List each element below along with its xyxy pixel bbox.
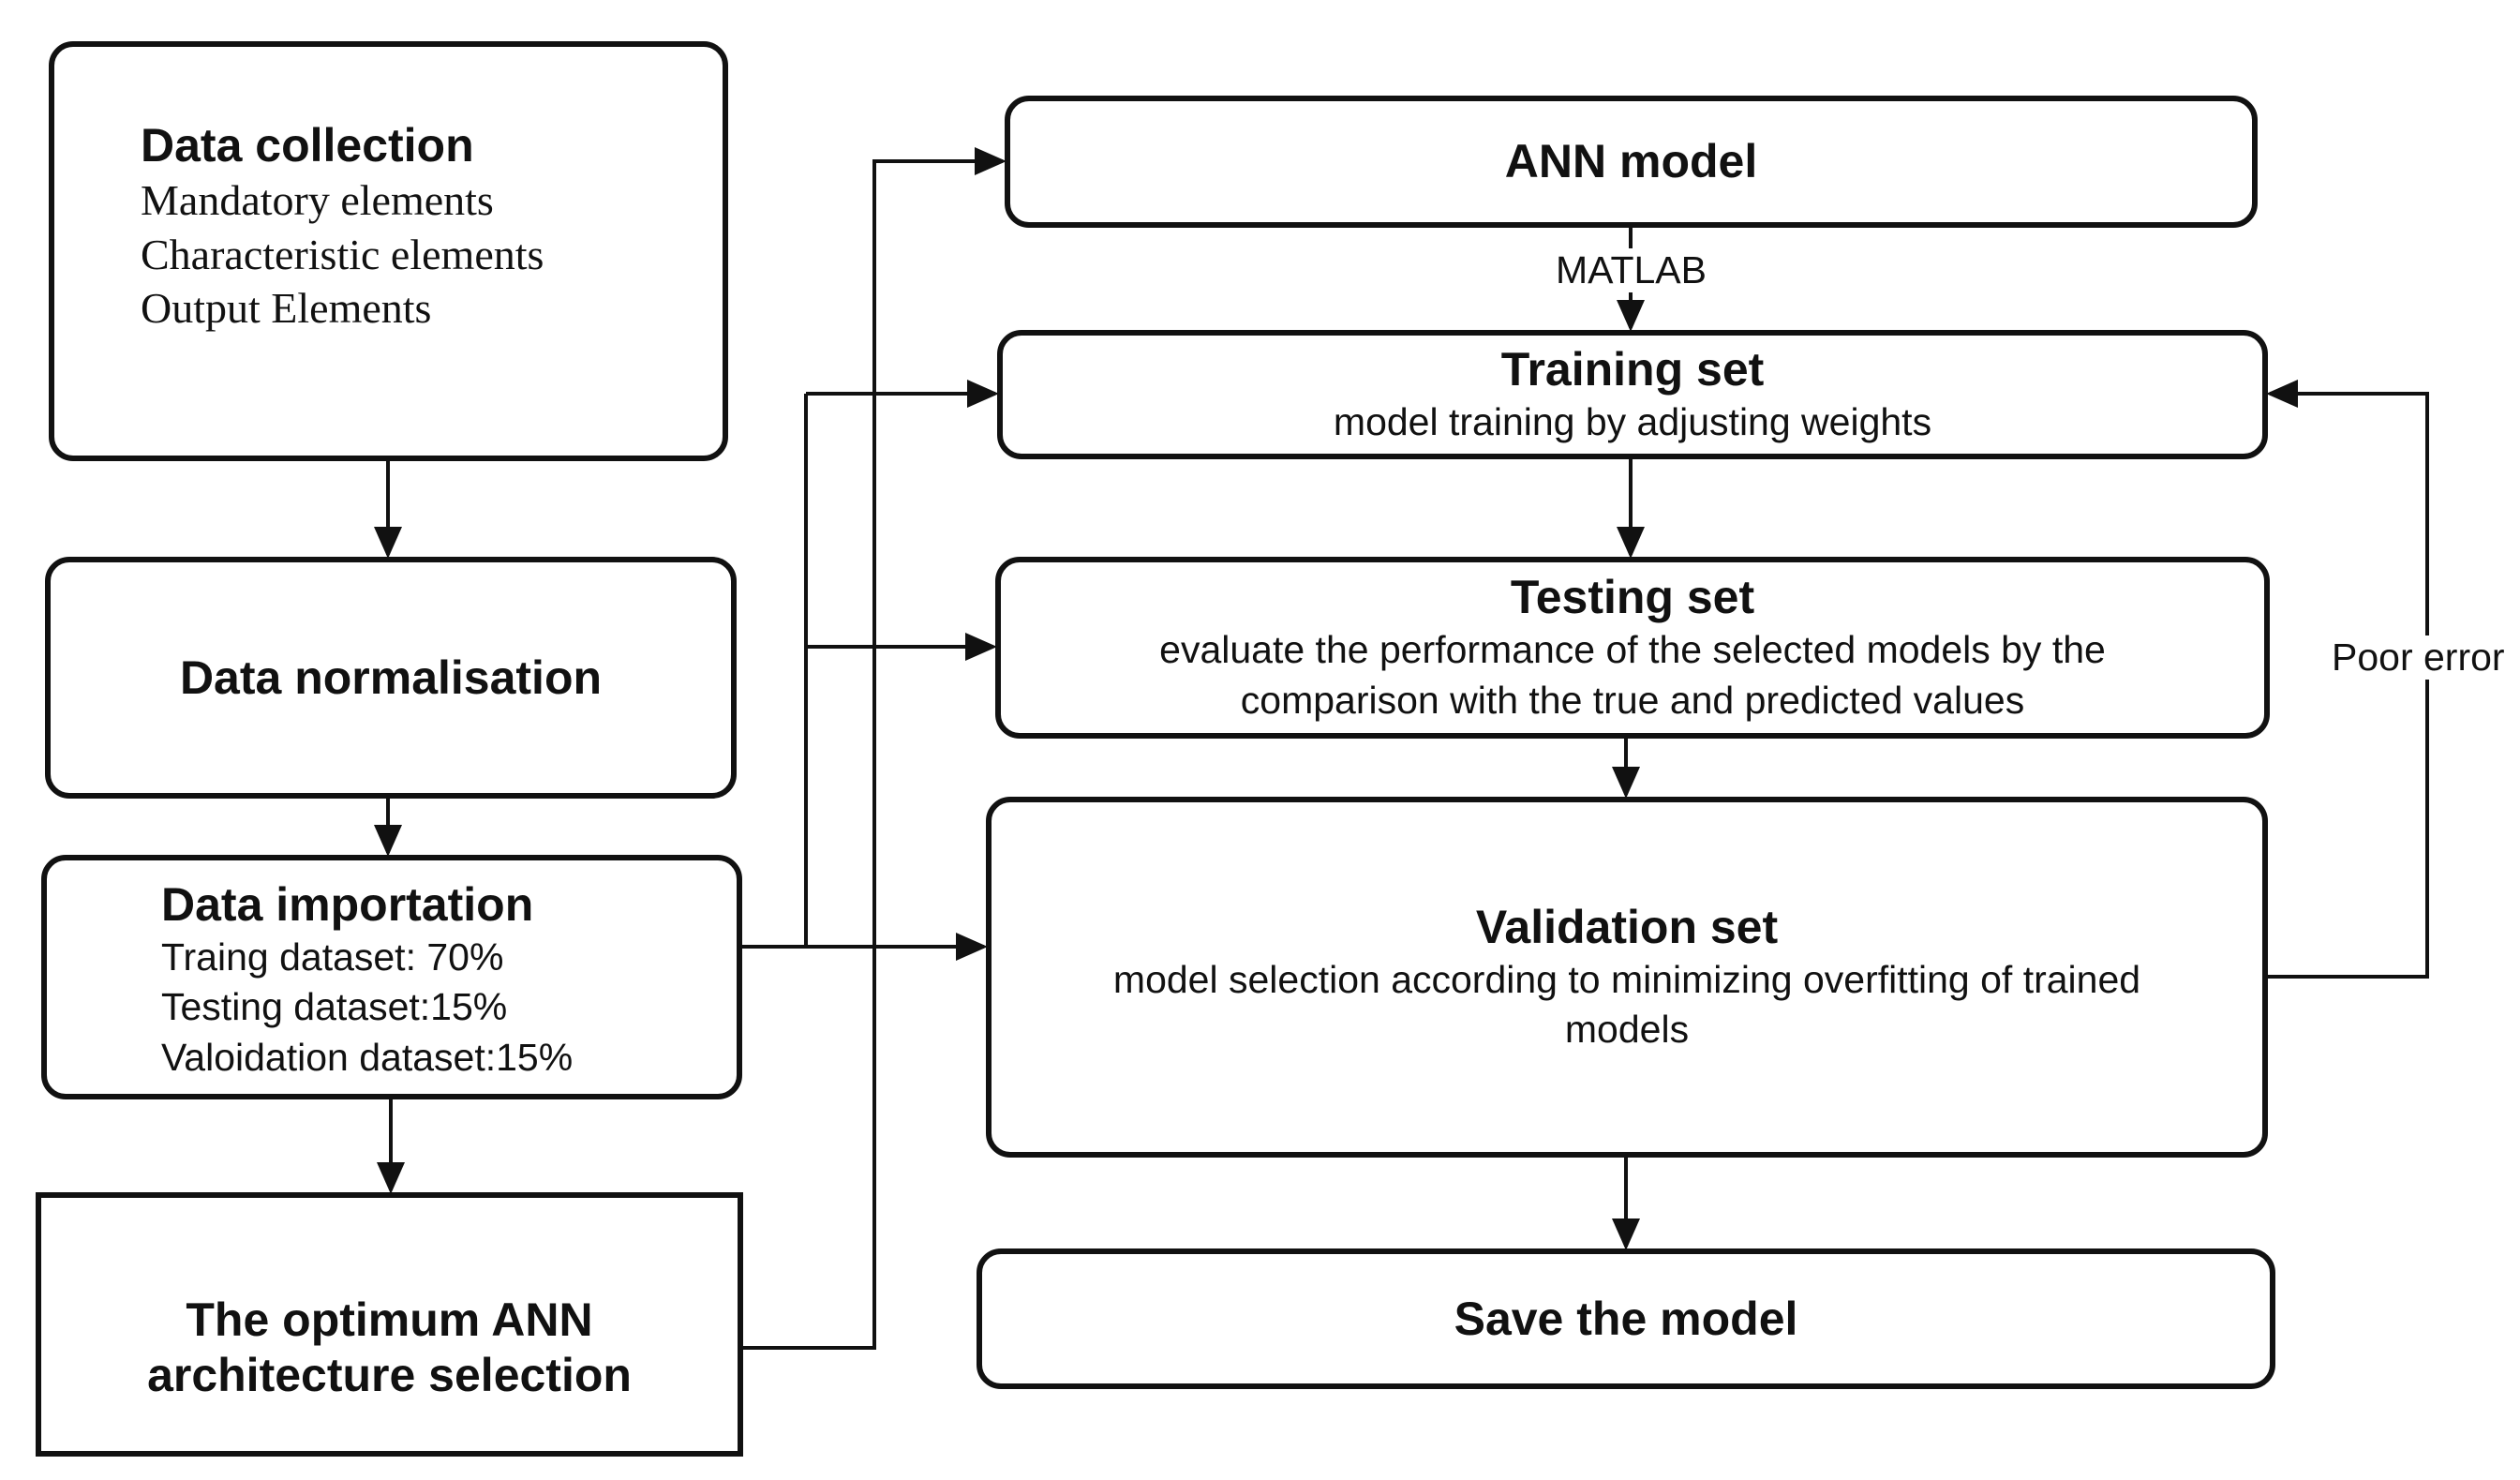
data-normalisation-box: Data normalisation bbox=[45, 557, 737, 799]
data-collection-item: Mandatory elements bbox=[141, 176, 494, 224]
architecture-selection-box: The optimum ANN architecture selection bbox=[36, 1192, 743, 1457]
architecture-selection-title: architecture selection bbox=[147, 1349, 632, 1401]
validation-set-title: Validation set bbox=[1475, 900, 1779, 953]
architecture-selection-title: The optimum ANN bbox=[186, 1293, 593, 1346]
matlab-label: MATLAB bbox=[1556, 248, 1707, 292]
poor-error-label: Poor error bbox=[2332, 635, 2505, 680]
data-collection-box: Data collection Mandatory elements Chara… bbox=[49, 41, 728, 461]
data-collection-item: Output Elements bbox=[141, 284, 432, 332]
testing-set-description: evaluate the performance of the selected… bbox=[1159, 628, 2106, 672]
data-collection-item: Characteristic elements bbox=[141, 230, 544, 278]
testing-set-title: Testing set bbox=[1510, 571, 1755, 624]
data-importation-item: Traing dataset: 70% bbox=[161, 935, 504, 979]
arrow-architecture-to-ann-model bbox=[740, 147, 1007, 1350]
data-importation-box: Data importation Traing dataset: 70% Tes… bbox=[41, 855, 742, 1099]
ann-model-box: ANN model bbox=[1005, 96, 2258, 228]
training-set-title: Training set bbox=[1500, 342, 1765, 396]
arrow-feedback-loop bbox=[2266, 380, 2429, 979]
validation-set-description: models bbox=[1564, 1008, 1690, 1051]
validation-set-description: model selection according to minimizing … bbox=[1112, 957, 2141, 1001]
training-set-box: Training set model training by adjusting… bbox=[997, 330, 2268, 459]
testing-set-description: comparison with the true and predicted v… bbox=[1240, 678, 2025, 722]
data-importation-item: Testing dataset:15% bbox=[161, 985, 508, 1029]
data-importation-item: Valoidation dataset:15% bbox=[161, 1035, 574, 1079]
ann-model-title: ANN model bbox=[1504, 135, 1758, 187]
save-model-box: Save the model bbox=[977, 1248, 2275, 1389]
data-collection-title: Data collection bbox=[141, 119, 474, 172]
data-normalisation-title: Data normalisation bbox=[179, 650, 603, 704]
save-model-title: Save the model bbox=[1454, 1292, 1798, 1345]
validation-set-box: Validation set model selection according… bbox=[986, 797, 2268, 1158]
data-importation-title: Data importation bbox=[161, 878, 534, 931]
training-set-description: model training by adjusting weights bbox=[1333, 399, 1932, 443]
testing-set-box: Testing set evaluate the performance of … bbox=[995, 557, 2270, 739]
